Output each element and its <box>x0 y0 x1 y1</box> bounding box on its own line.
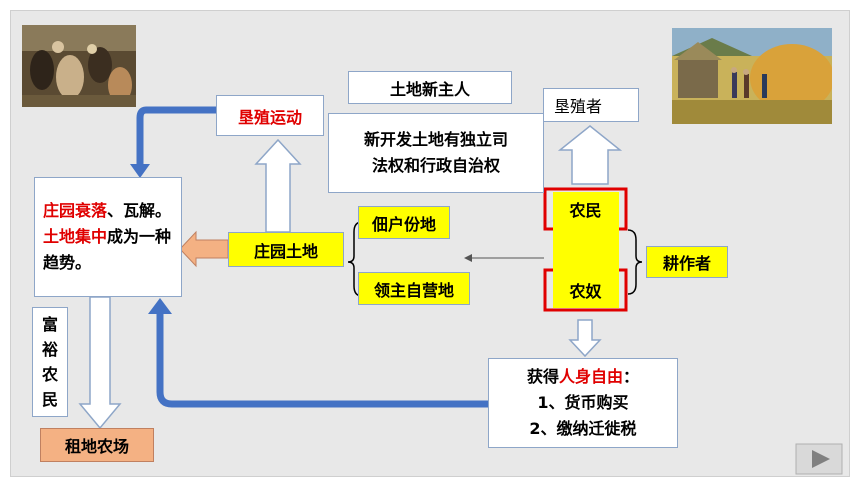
painting-right-image <box>672 28 832 124</box>
freedom-suffix: ： <box>623 367 640 386</box>
arrow-land-to-reclamation <box>254 138 302 233</box>
land-concentration-text: 土地集中 <box>43 227 108 246</box>
lease-farm-box: 租地农场 <box>40 428 154 462</box>
lord-demesne-label: 领主自营地 <box>373 280 454 300</box>
rich-peasant-char-2: 裕 <box>41 340 58 359</box>
new-land-owner-label: 土地新主人 <box>389 79 470 99</box>
tenant-land-label: 佃户份地 <box>371 214 436 234</box>
peasant-serf-column <box>553 192 619 308</box>
tenant-land-box: 佃户份地 <box>358 206 450 239</box>
brace-cultivators <box>627 229 643 295</box>
arrow-freedom-to-decline-head <box>148 298 172 314</box>
arrow-serf-to-freedom <box>568 319 602 358</box>
cultivator-label: 耕作者 <box>662 254 711 273</box>
rich-peasant-char-4: 民 <box>41 390 58 409</box>
manor-decline-text: 庄园衰落 <box>43 201 108 220</box>
freedom-item-1: 1、货币购买 <box>537 393 629 412</box>
settler-label: 垦殖者 <box>554 97 603 116</box>
autonomy-box: 新开发土地有独立司 法权和行政自治权 <box>328 113 544 193</box>
arrow-reclamation-to-decline-head <box>130 164 150 178</box>
rich-peasant-char-1: 富 <box>41 315 58 334</box>
rich-peasant-box: 富 裕 农 民 <box>32 307 68 417</box>
manor-decline-box: 庄园衰落、瓦解。土地集中成为一种趋势。 <box>34 177 182 297</box>
freedom-prefix: 获得 <box>526 367 559 386</box>
arrow-freedom-to-decline <box>156 312 488 408</box>
arrow-reclamation-to-decline <box>136 106 216 168</box>
autonomy-line-2: 法权和行政自治权 <box>371 156 500 175</box>
painting-left-image <box>22 25 136 107</box>
rich-peasant-char-3: 农 <box>41 365 58 384</box>
lease-farm-label: 租地农场 <box>64 437 129 456</box>
arrow-decline-to-farm <box>78 296 122 430</box>
brace-land-types <box>347 221 363 297</box>
trend-text: 成为一种趋势。 <box>43 227 172 272</box>
manor-land-box: 庄园土地 <box>228 232 344 267</box>
play-icon <box>812 450 830 468</box>
freedom-title: 获得人身自由： <box>527 364 639 390</box>
serf-label: 农奴 <box>569 282 602 301</box>
peasant-label: 农民 <box>569 201 602 220</box>
new-land-owner-box: 土地新主人 <box>348 71 512 104</box>
autonomy-line-1: 新开发土地有独立司 <box>363 130 508 149</box>
arrow-land-to-decline <box>179 230 229 268</box>
personal-freedom-text: 人身自由 <box>558 367 623 386</box>
reclamation-movement-label: 垦殖运动 <box>237 107 302 127</box>
manor-land-label: 庄园土地 <box>253 241 318 261</box>
arrow-peasant-to-settler <box>557 125 623 185</box>
reclamation-movement-box: 垦殖运动 <box>216 95 324 136</box>
dissolve-text-1: 、瓦解。 <box>107 201 172 220</box>
peasant-label-wrap: 农民 <box>548 192 623 226</box>
lord-demesne-box: 领主自营地 <box>358 272 470 305</box>
settler-box: 垦殖者 <box>543 88 639 122</box>
next-slide-button[interactable] <box>795 443 843 475</box>
freedom-item-2: 2、缴纳迁徙税 <box>529 419 637 438</box>
serf-label-wrap: 农奴 <box>548 273 623 307</box>
cultivator-box: 耕作者 <box>646 246 728 278</box>
freedom-box: 获得人身自由： 1、货币购买 2、缴纳迁徙税 <box>488 358 678 448</box>
arrow-peasants-to-land-head <box>464 254 472 262</box>
